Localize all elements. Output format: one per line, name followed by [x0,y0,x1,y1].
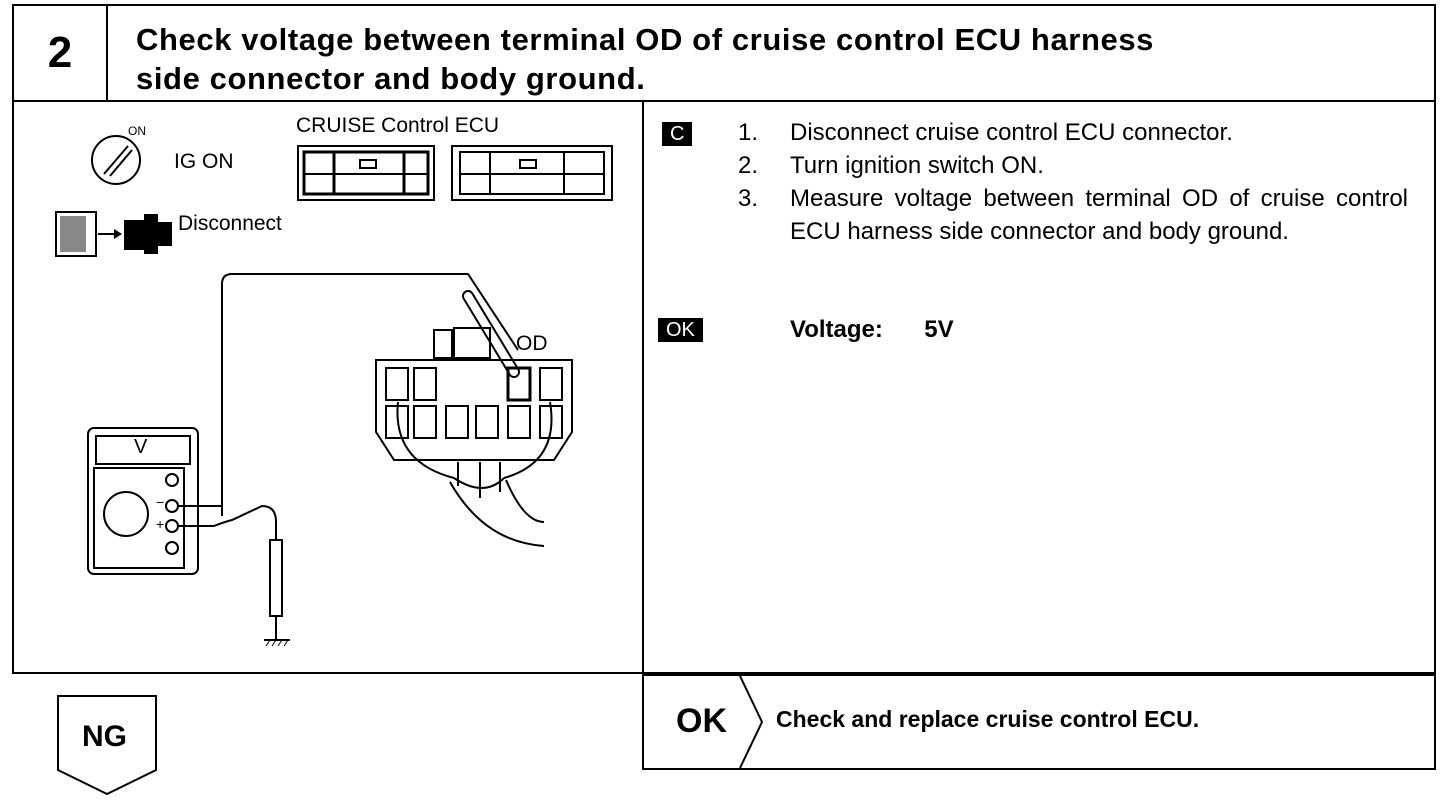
ignition-switch-icon [91,135,141,185]
ok-result-label: OK [676,702,727,740]
switch-on-label: ON [128,124,146,138]
ecu-connector-icon [297,145,435,201]
connector-badge: C [662,122,693,146]
step-title-line2: side connector and body ground. [136,61,646,96]
ecu-label: CRUISE Control ECU [296,114,500,137]
voltmeter-icon [87,427,199,575]
instruction-item: 1. Disconnect cruise control ECU connect… [738,119,1233,146]
ig-on-label: IG ON [174,150,234,173]
instruction-list: 1. Disconnect cruise control ECU connect… [738,116,1408,248]
ng-result-label: NG [82,720,127,753]
ground-probe-icon [269,539,283,617]
instruction-item: 3. Measure voltage between terminal OD o… [738,185,1408,245]
voltage-spec-value: 5V [924,316,954,343]
minus-terminal-label: − [156,494,165,510]
harness-connector-icon [375,327,573,547]
ecu-connector-mating-icon [451,145,613,201]
plus-terminal-label: + [156,516,165,532]
step-number: 2 [12,4,108,102]
voltage-spec-label: Voltage: [790,316,883,343]
terminal-od-label: OD [516,332,548,355]
disconnect-icon [55,211,172,257]
instruction-item: 2. Turn ignition switch ON. [738,152,1044,179]
step-body [12,100,1436,674]
disconnect-label: Disconnect [178,212,282,235]
ok-result-text: Check and replace cruise control ECU. [776,706,1200,732]
wiring-diagram: ON IG ON CRUISE Control ECU Disconnect O… [14,102,642,672]
meter-mode-label: V [134,436,148,458]
ground-symbol-icon [264,639,290,647]
step-title-line1: Check voltage between terminal OD of cru… [136,22,1155,57]
ok-arrow-icon [739,676,764,768]
ok-result-box [642,674,1436,770]
ok-badge: OK [658,318,703,342]
voltage-spec: Voltage: 5V [790,316,954,344]
ng-result-shape [57,695,157,796]
column-divider [642,100,644,770]
step-title: Check voltage between terminal OD of cru… [136,20,1336,98]
